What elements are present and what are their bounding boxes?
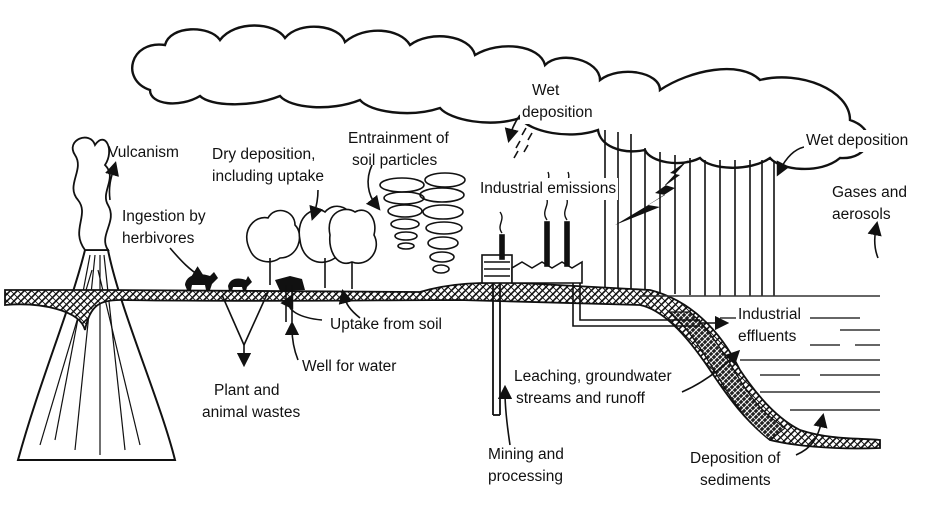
label-dry-deposition-line2: including uptake — [212, 168, 325, 185]
lightning-bolt — [615, 160, 688, 225]
arrows — [105, 114, 882, 456]
volcano — [16, 249, 177, 461]
label-deposition-sediments-line2: sediments — [700, 472, 771, 489]
label-industrial-emissions: Industrial emissions — [478, 178, 619, 200]
effluent-pipe — [572, 283, 730, 331]
label-industrial-effluents-line1: Industrial — [736, 304, 803, 326]
label-entrainment-line1: Entrainment of — [348, 130, 449, 147]
herbivore-animals — [185, 272, 305, 291]
label-leaching-line1: Leaching, groundwater — [512, 366, 674, 388]
label-plant-wastes-line2: animal wastes — [202, 404, 301, 421]
label-mining-line1: Mining and — [488, 446, 564, 463]
label-wet-deposition-cloud-line1: Wet — [530, 80, 562, 102]
trees — [245, 205, 377, 289]
label-plant-wastes-line1: Plant and — [214, 382, 280, 399]
mining-shaft — [492, 283, 501, 416]
rain-lines — [604, 130, 775, 296]
label-well-for-water: Well for water — [302, 358, 397, 375]
drizzle-dashes — [513, 127, 533, 159]
label-leaching-line2: streams and runoff — [514, 388, 647, 410]
label-gases-line2: aerosols — [832, 206, 891, 223]
whirlwind-left — [379, 177, 425, 250]
waste-lines — [221, 291, 269, 368]
label-industrial-effluents-line2: effluents — [736, 326, 799, 348]
cloud — [131, 24, 870, 171]
label-wet-deposition-cloud-line2: deposition — [520, 102, 595, 124]
whirlwind-right — [419, 172, 466, 274]
label-wet-deposition-right: Wet deposition — [804, 130, 911, 152]
factory — [481, 221, 583, 284]
water-body — [640, 295, 880, 411]
label-vulcanism: Vulcanism — [108, 144, 179, 161]
label-deposition-sediments-line1: Deposition of — [690, 450, 781, 467]
label-entrainment-line2: soil particles — [352, 152, 438, 169]
label-ingestion-line1: Ingestion by — [122, 208, 206, 225]
label-uptake-from-soil: Uptake from soil — [330, 316, 442, 333]
label-gases-line1: Gases and — [832, 184, 907, 201]
label-mining-line2: processing — [488, 468, 563, 485]
volcano-smoke — [71, 136, 112, 251]
label-dry-deposition-line1: Dry deposition, — [212, 146, 316, 163]
label-ingestion-line2: herbivores — [122, 230, 195, 247]
